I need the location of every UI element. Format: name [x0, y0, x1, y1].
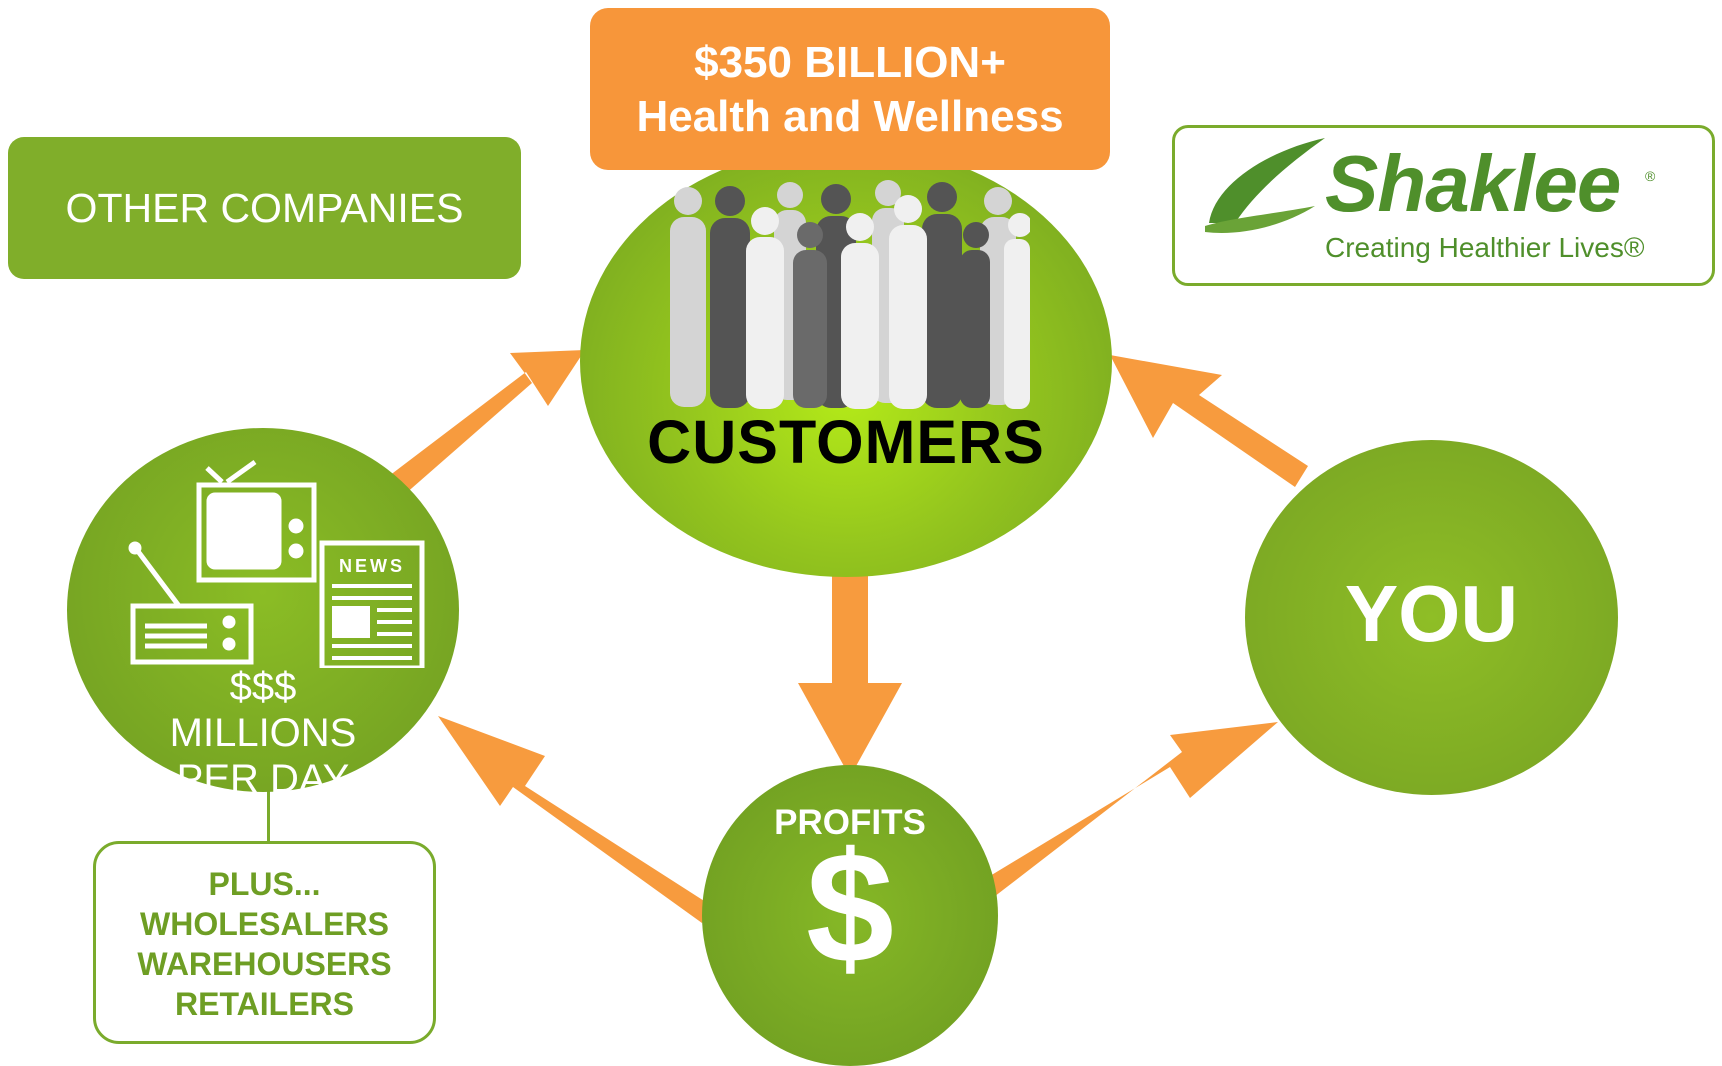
other-companies-box: OTHER COMPANIES	[8, 137, 521, 279]
media-spend: $$$ MILLIONS PER DAY	[67, 664, 459, 802]
profits-circle: PROFITS $	[702, 765, 998, 1066]
customers-circle: CUSTOMERS	[580, 145, 1112, 577]
intermediaries-box: PLUS... WHOLESALERS WAREHOUSERS RETAILER…	[93, 841, 436, 1044]
plus-line: WAREHOUSERS	[137, 946, 392, 982]
money-symbol: $$$	[229, 665, 297, 709]
market-category: Health and Wellness	[636, 92, 1064, 141]
market-size-box: $350 BILLION+ Health and Wellness	[590, 8, 1110, 170]
shaklee-tagline: Creating Healthier Lives®	[1325, 232, 1645, 263]
television-icon	[196, 459, 317, 583]
you-label: YOU	[1344, 569, 1519, 658]
radio-icon	[128, 541, 254, 665]
media-spend-line2: PER DAY	[176, 757, 350, 801]
plus-line: RETAILERS	[175, 986, 354, 1022]
plus-connector-line	[267, 788, 270, 844]
media-circle: NEWS $$$ MILLIONS PER DAY	[67, 428, 459, 801]
newspaper-label: NEWS	[339, 556, 405, 576]
shaklee-logo-box: Shaklee ® Creating Healthier Lives®	[1172, 125, 1715, 286]
arrow-you-to-customers	[1110, 355, 1308, 487]
arrow-customers-to-profits	[798, 575, 902, 777]
media-spend-line1: MILLIONS	[169, 711, 357, 755]
media-icons: NEWS	[128, 459, 425, 668]
shaklee-leaf-icon	[1205, 138, 1325, 233]
arrow-profits-to-you	[980, 722, 1278, 900]
arrow-profits-to-media	[438, 716, 712, 923]
shaklee-wordmark: Shaklee	[1325, 139, 1621, 228]
you-circle: YOU	[1245, 440, 1618, 795]
registered-mark: ®	[1645, 168, 1656, 184]
profits-label: PROFITS	[774, 803, 926, 842]
other-companies-label: OTHER COMPANIES	[65, 184, 464, 231]
market-size-amount: $350 BILLION+	[694, 38, 1006, 87]
plus-line: WHOLESALERS	[140, 906, 389, 942]
arrow-media-to-customers	[385, 350, 585, 495]
newspaper-icon: NEWS	[319, 540, 425, 668]
people-silhouettes-icon	[670, 180, 1030, 409]
plus-line: PLUS...	[208, 866, 321, 902]
customers-label: CUSTOMERS	[647, 408, 1045, 476]
dollar-sign: $	[806, 820, 894, 996]
